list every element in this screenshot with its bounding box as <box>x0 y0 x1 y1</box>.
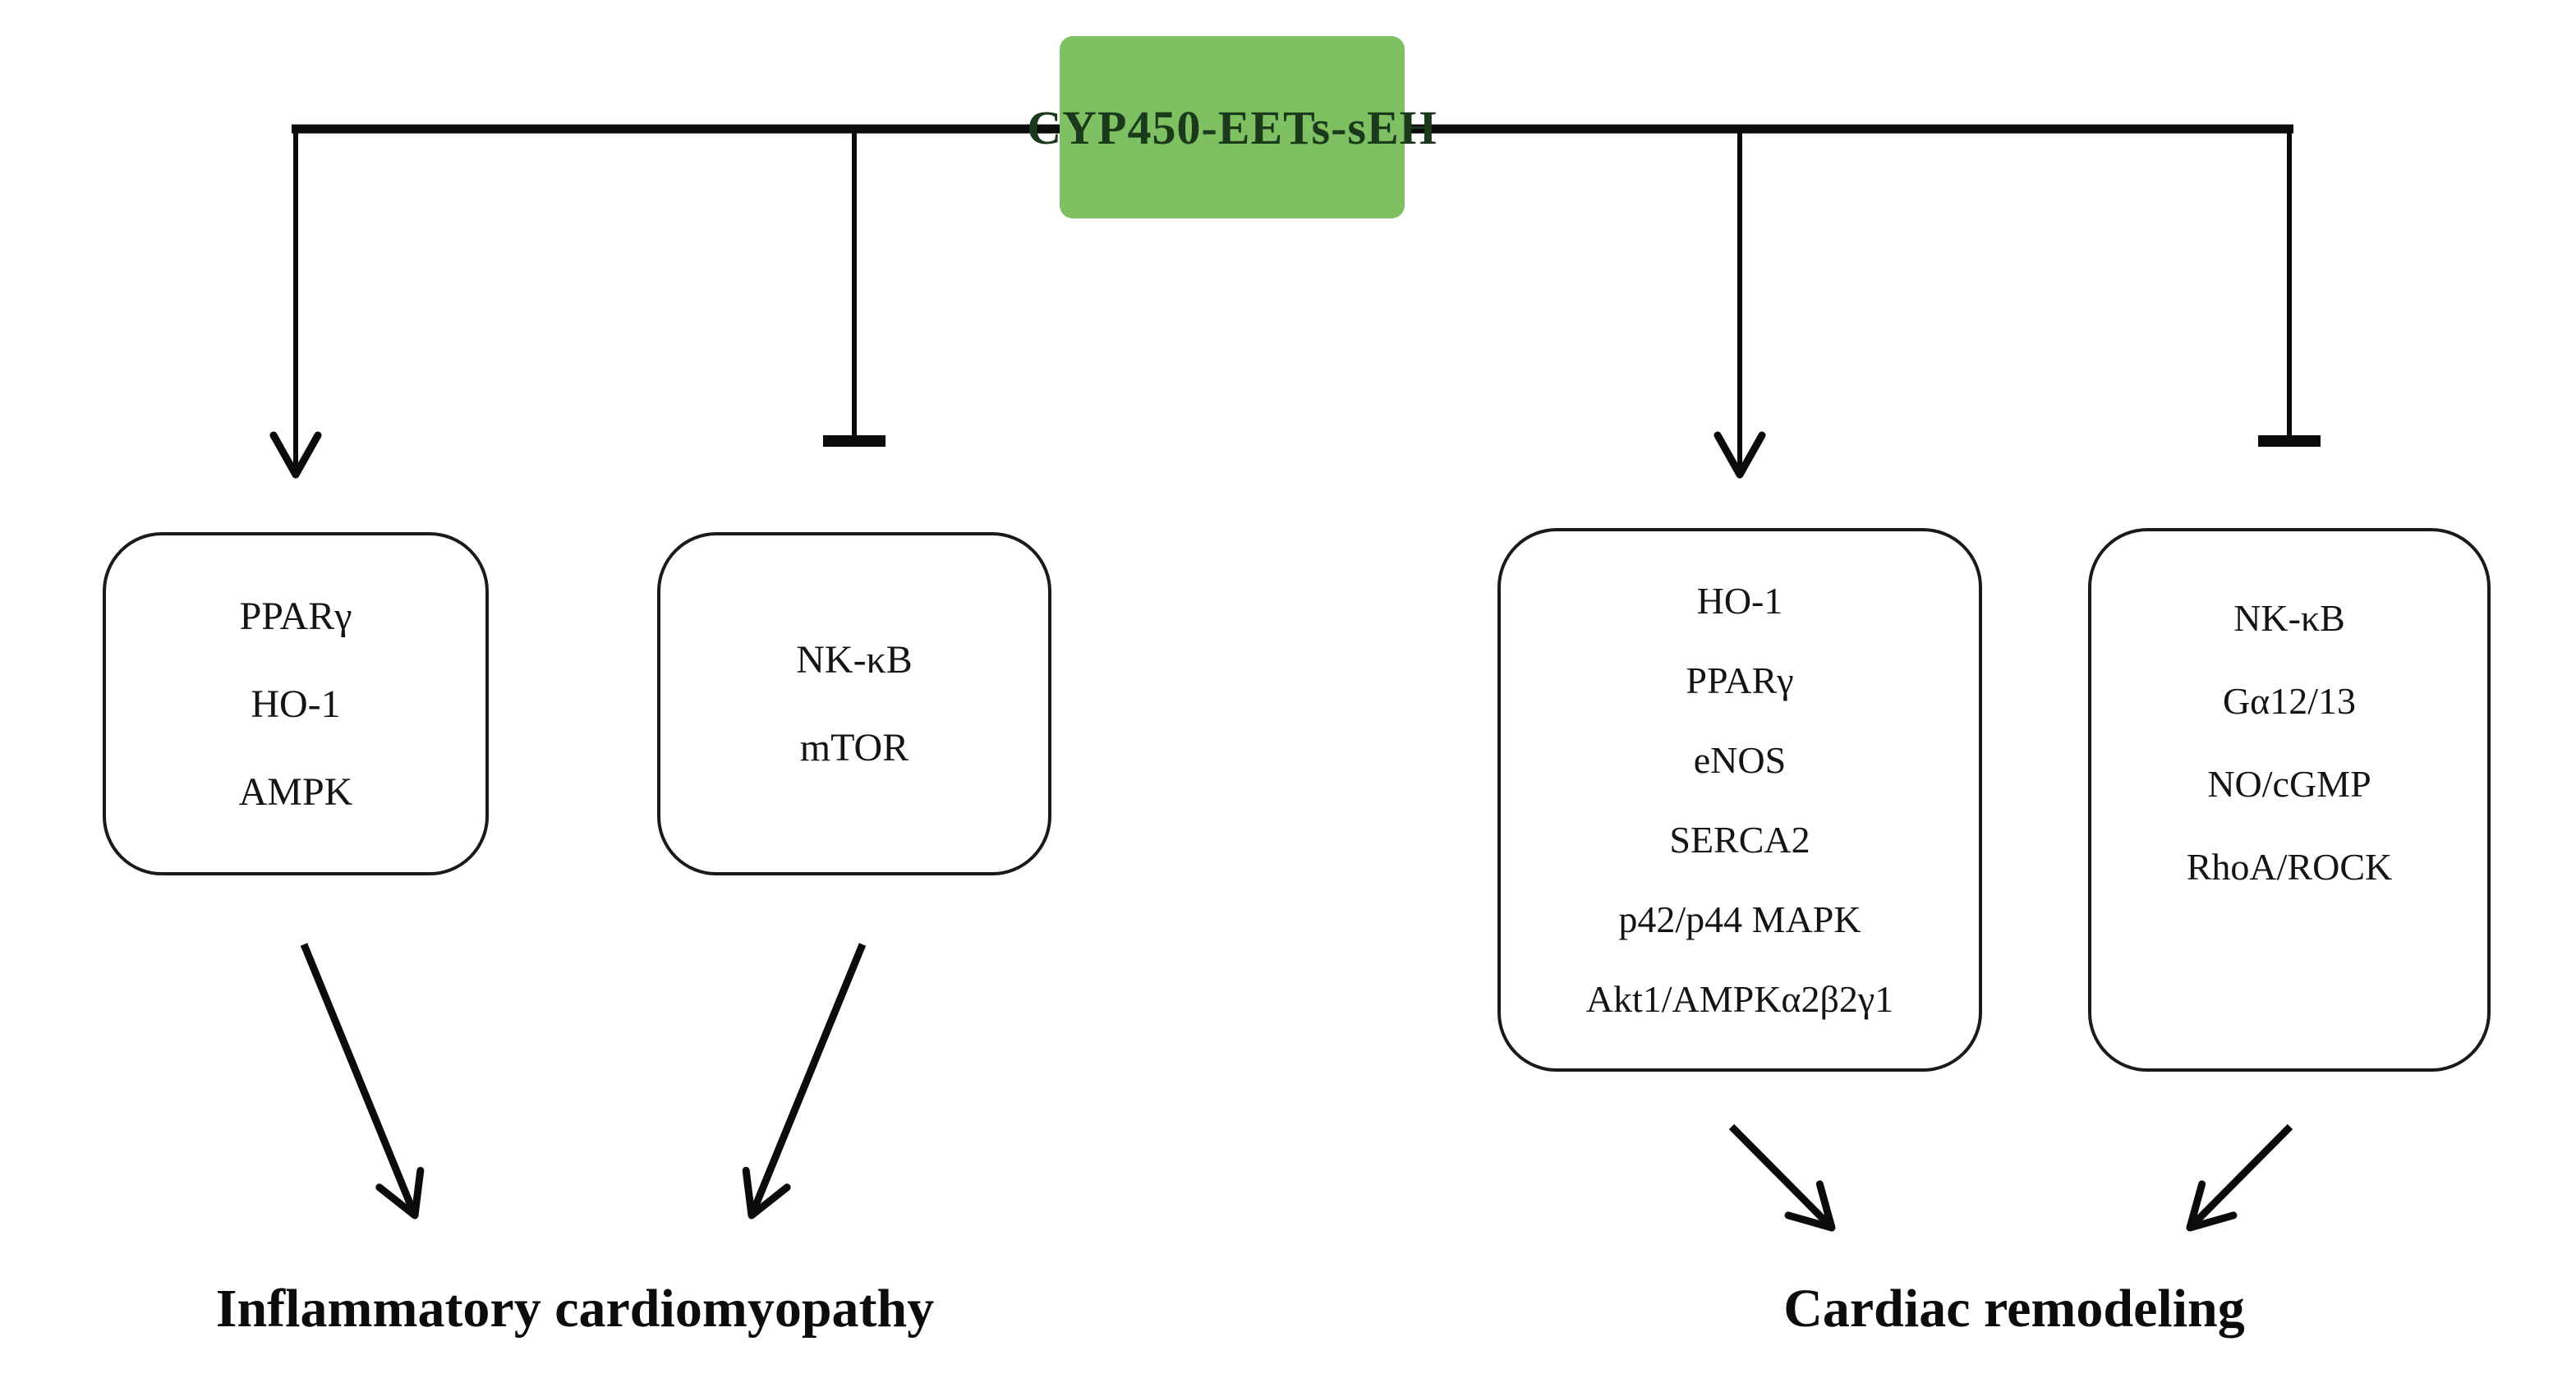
mediator-item: PPARγ <box>239 594 352 638</box>
mediator-item: p42/p44 MAPK <box>1618 898 1861 940</box>
outcome-arrow-box1-to-inflammatory <box>300 943 425 1220</box>
mediator-item: PPARγ <box>1686 659 1794 701</box>
mediator-item: HO-1 <box>251 682 341 726</box>
root-node-label: CYP450-EETs-sEH <box>1027 100 1438 154</box>
mediator-item: AMPK <box>238 769 353 814</box>
mediator-box-1: PPARγ HO-1 AMPK <box>103 532 489 875</box>
mediator-item: HO-1 <box>1696 580 1783 622</box>
mediator-item: NO/cGMP <box>2207 763 2371 805</box>
outcome-label-inflammatory-cardiomyopathy: Inflammatory cardiomyopathy <box>215 1279 935 1339</box>
mediator-item: RhoA/ROCK <box>2186 846 2393 888</box>
mediator-item: NK-κB <box>796 638 913 682</box>
outcome-arrow-box3-to-remodeling <box>1728 1123 1836 1232</box>
mediator-item: mTOR <box>799 726 909 769</box>
mediator-item: eNOS <box>1693 739 1787 781</box>
mediator-item: NK-κB <box>2233 597 2345 639</box>
mediator-box-3: HO-1 PPARγ eNOS SERCA2 p42/p44 MAPK Akt1… <box>1497 528 1982 1072</box>
root-node-cyp450-eets-seh: CYP450-EETs-sEH <box>1027 36 1437 218</box>
mediator-item: Gα12/13 <box>2222 680 2357 722</box>
mediator-item: Akt1/AMPKα2β2γ1 <box>1585 978 1894 1020</box>
mediator-box-4: NK-κB Gα12/13 NO/cGMP RhoA/ROCK <box>2088 528 2491 1072</box>
outcome-arrow-box2-to-inflammatory <box>742 943 867 1220</box>
outcome-arrow-box4-to-remodeling <box>2186 1123 2293 1232</box>
outcome-label-cardiac-remodeling: Cardiac remodeling <box>1783 1279 2245 1339</box>
mediator-item: SERCA2 <box>1669 819 1810 861</box>
mediator-box-2: NK-κB mTOR <box>657 532 1051 875</box>
